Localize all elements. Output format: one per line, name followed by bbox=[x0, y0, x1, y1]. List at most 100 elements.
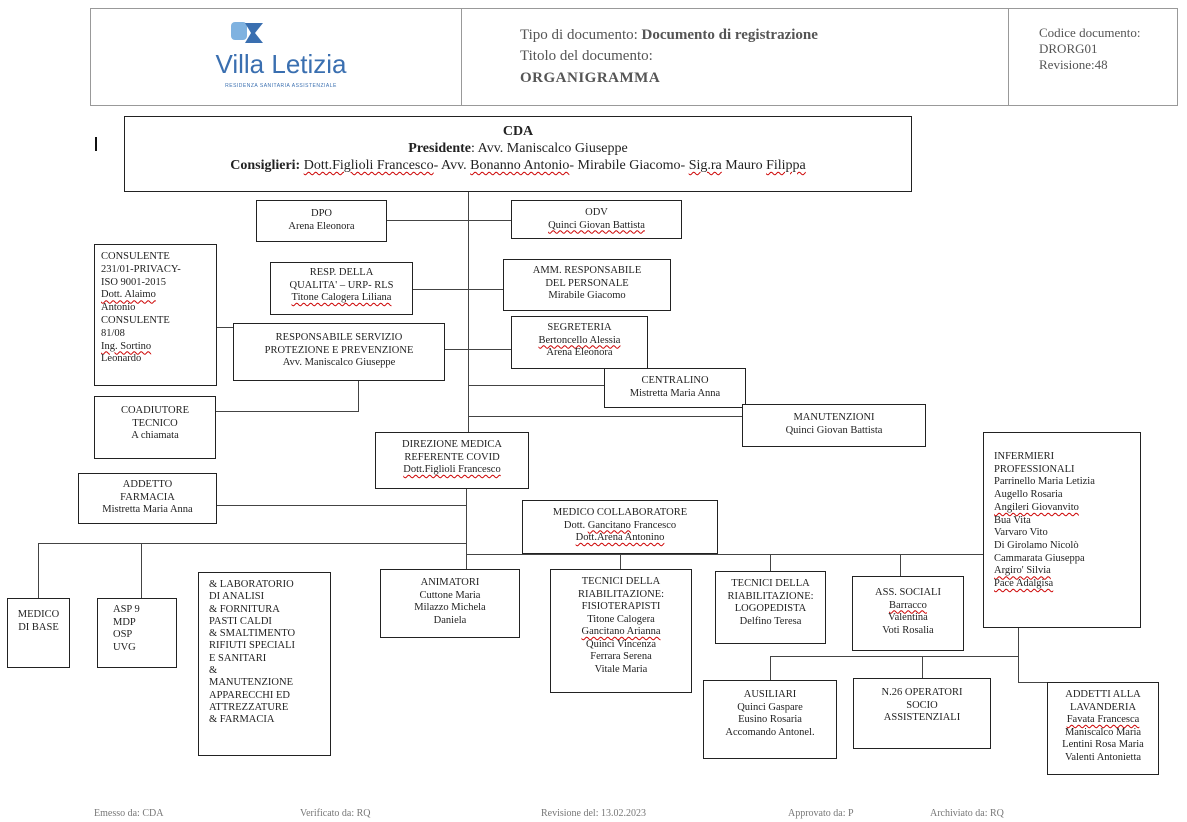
medico-collab-name2: Dott.Arena Antonino bbox=[575, 532, 665, 543]
fisio-line: TECNICI DELLA bbox=[581, 576, 661, 587]
operatori-v-line bbox=[922, 656, 923, 679]
qualita-amm-line bbox=[412, 289, 504, 290]
fisioterapisti-box: TECNICI DELLA RIABILITAZIONE: FISIOTERAP… bbox=[550, 569, 692, 693]
infermieri-box: INFERMIERI PROFESSIONALI Parrinello Mari… bbox=[983, 432, 1141, 628]
centralino-name: Mistretta Maria Anna bbox=[629, 387, 721, 399]
ass-sociali-line: ASS. SOCIALI bbox=[875, 587, 941, 598]
infermieri-title: PROFESSIONALI bbox=[994, 463, 1075, 475]
text-cursor bbox=[95, 137, 97, 151]
ausiliari-box: AUSILIARI Quinci Gaspare Eusino Rosaria … bbox=[703, 680, 837, 759]
advisor-1: Dott.Figlioli Francesco bbox=[303, 158, 434, 173]
infermiere-name: Argiro' Silvia bbox=[994, 565, 1051, 577]
asp-box: ASP 9 MDP OSP UVG bbox=[97, 598, 177, 668]
operatori-line: N.26 OPERATORI bbox=[881, 687, 963, 698]
qualita-line: Titone Calogera Liliana bbox=[291, 292, 392, 303]
header-code-cell: Codice documento: DRORG01 Revisione:48 bbox=[1008, 8, 1178, 106]
animatori-box: ANIMATORI Cuttone Maria Milazzo Michela … bbox=[380, 569, 520, 638]
doc-title-value: ORGANIGRAMMA bbox=[520, 70, 661, 86]
asp-line: ASP 9 bbox=[113, 604, 140, 615]
consulente-line: Ing. Sortino bbox=[101, 340, 152, 352]
consulente-line: Leonardo bbox=[101, 353, 142, 365]
lavanderia-h-line bbox=[1018, 682, 1048, 683]
footer-emesso: Emesso da: CDA bbox=[94, 808, 164, 819]
advisor-sep-2: - Mirabile Giacomo- bbox=[569, 158, 689, 173]
rspp-box: RESPONSABILE SERVIZIO PROTEZIONE E PREVE… bbox=[233, 323, 445, 381]
main-trunk-line bbox=[468, 191, 469, 437]
laboratorio-line: APPARECCHI ED bbox=[209, 689, 291, 701]
consulente-line: ISO 9001-2015 bbox=[101, 276, 167, 288]
logo-line: RIABILITAZIONE: bbox=[727, 590, 814, 602]
segreteria-box: SEGRETERIA Bertoncello Alessia Arena Ele… bbox=[511, 316, 648, 369]
cda-advisors-label: Consiglieri: bbox=[230, 158, 304, 173]
laboratorio-line: & FORNITURA bbox=[209, 603, 280, 615]
animatori-title: ANIMATORI bbox=[420, 577, 480, 588]
animatore-name: Cuttone Maria bbox=[419, 589, 481, 601]
fisio-line: FISIOTERAPISTI bbox=[581, 601, 661, 612]
ass-sociali-box: ASS. SOCIALI Barracco Valentina Voti Ros… bbox=[852, 576, 964, 651]
segreteria-name: Bertoncello Alessia bbox=[538, 334, 621, 346]
farmacia-line: Mistretta Maria Anna bbox=[102, 504, 193, 515]
bottom-branch-h-line bbox=[770, 656, 1018, 657]
advisor-sep-3: Mauro bbox=[721, 158, 767, 173]
asp-line: MDP bbox=[113, 616, 136, 628]
logo-line: LOGOPEDISTA bbox=[734, 603, 807, 614]
footer-verificato: Verificato da: RQ bbox=[300, 808, 371, 819]
consulente-line: Antonio bbox=[101, 302, 136, 314]
coadiutore-line: COADIUTORE bbox=[120, 405, 190, 416]
amm-personale-line: Mirabile Giacomo bbox=[548, 290, 626, 301]
infermiere-name: Varvaro Vito bbox=[994, 527, 1048, 539]
dpo-name: Arena Eleonora bbox=[288, 220, 355, 232]
cda-box: CDA Presidente: Avv. Maniscalco Giuseppe… bbox=[124, 116, 912, 192]
lavanderia-line: ADDETTI ALLA bbox=[1065, 689, 1141, 700]
header-logo-cell: Villa Letizia RESIDENZA SANITARIA ASSIST… bbox=[90, 8, 462, 106]
centralino-line bbox=[468, 385, 605, 386]
logo-line: Delfino Teresa bbox=[739, 615, 802, 627]
header-title-cell: Tipo di documento: Documento di registra… bbox=[461, 8, 1009, 106]
medico-collab-title: MEDICO COLLABORATORE bbox=[552, 507, 688, 518]
medico-base-line: DI BASE bbox=[18, 621, 59, 633]
laboratorio-line: PASTI CALDI bbox=[209, 615, 272, 627]
doc-revision: Revisione:48 bbox=[1039, 57, 1108, 72]
consulente-rspp-line bbox=[216, 327, 234, 328]
laboratorio-line: E SANITARI bbox=[209, 652, 267, 664]
rspp-line: Avv. Maniscalco Giuseppe bbox=[282, 357, 396, 368]
advisor-3: Sig.ra bbox=[688, 158, 722, 173]
fisio-line: Gancitano Arianna bbox=[581, 626, 661, 637]
odv-name: Quinci Giovan Battista bbox=[548, 219, 645, 231]
consulente-line: CONSULENTE bbox=[101, 251, 170, 262]
asp-v-line bbox=[141, 543, 142, 599]
advisor-4: Filippa bbox=[766, 158, 806, 173]
doc-code-label: Codice documento: bbox=[1039, 25, 1141, 40]
manutenzioni-line bbox=[468, 416, 743, 417]
animatore-name: Daniela bbox=[433, 614, 467, 626]
doc-type-value: Documento di registrazione bbox=[641, 27, 818, 43]
odv-title: ODV bbox=[585, 207, 608, 218]
farmacia-line bbox=[216, 505, 466, 506]
ausiliari-line: Eusino Rosaria bbox=[738, 714, 802, 725]
doc-type-label: Tipo di documento: bbox=[520, 27, 642, 43]
infermieri-title: INFERMIERI bbox=[994, 451, 1055, 462]
infermiere-name: Bua Vita bbox=[994, 514, 1031, 526]
farmacia-line: ADDETTO bbox=[122, 479, 173, 490]
sociali-v-line bbox=[900, 554, 901, 577]
lavanderia-box: ADDETTI ALLA LAVANDERIA Favata Francesca… bbox=[1047, 682, 1159, 775]
coadiutore-line: A chiamata bbox=[131, 430, 179, 441]
rspp-coadiutore-h-line bbox=[215, 411, 359, 412]
amm-personale-line: DEL PERSONALE bbox=[545, 277, 629, 289]
infermiere-name: Di Girolamo Nicolò bbox=[994, 539, 1079, 551]
operatori-line: SOCIO bbox=[906, 699, 938, 711]
medico-collab-name1-rest: Francesco bbox=[630, 519, 677, 531]
footer-archiviato: Archiviato da: RQ bbox=[930, 808, 1004, 819]
ausiliari-v-line bbox=[770, 656, 771, 681]
infermiere-name: Cammarata Giuseppa bbox=[994, 552, 1085, 564]
direzione-trunk-line bbox=[466, 488, 467, 555]
fisio-line: Titone Calogera bbox=[587, 613, 655, 625]
left-branch-h-line bbox=[38, 543, 466, 544]
manutenzioni-name: Quinci Giovan Battista bbox=[785, 424, 883, 436]
consulente-box: CONSULENTE 231/01-PRIVACY- ISO 9001-2015… bbox=[94, 244, 217, 386]
medico-collaboratore-box: MEDICO COLLABORATORE Dott. Gancitano Fra… bbox=[522, 500, 718, 554]
cda-president-value: : Avv. Maniscalco Giuseppe bbox=[471, 141, 628, 156]
lavanderia-line: Lentini Rosa Maria bbox=[1062, 739, 1144, 750]
manutenzioni-box: MANUTENZIONI Quinci Giovan Battista bbox=[742, 404, 926, 447]
laboratorio-line: & bbox=[209, 665, 218, 677]
